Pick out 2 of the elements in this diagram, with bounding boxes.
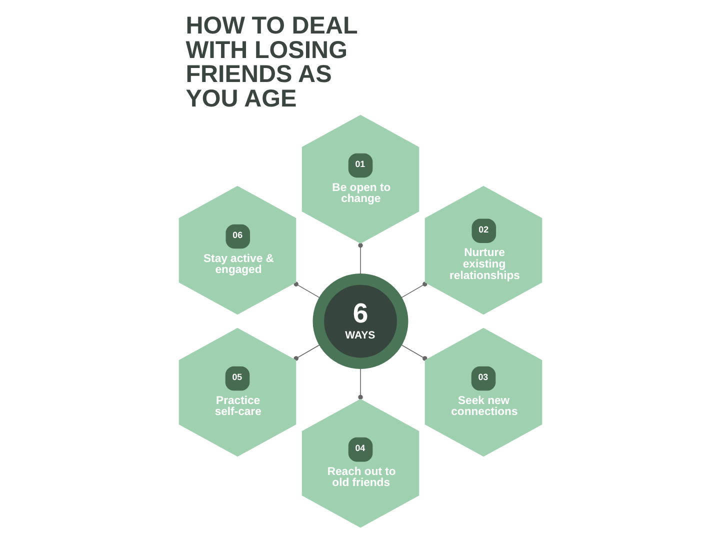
diagram-title: HOW TO DEAL WITH LOSING FRIENDS AS YOU AGE [185,12,358,112]
node-circle: 6 WAYS [312,274,408,370]
